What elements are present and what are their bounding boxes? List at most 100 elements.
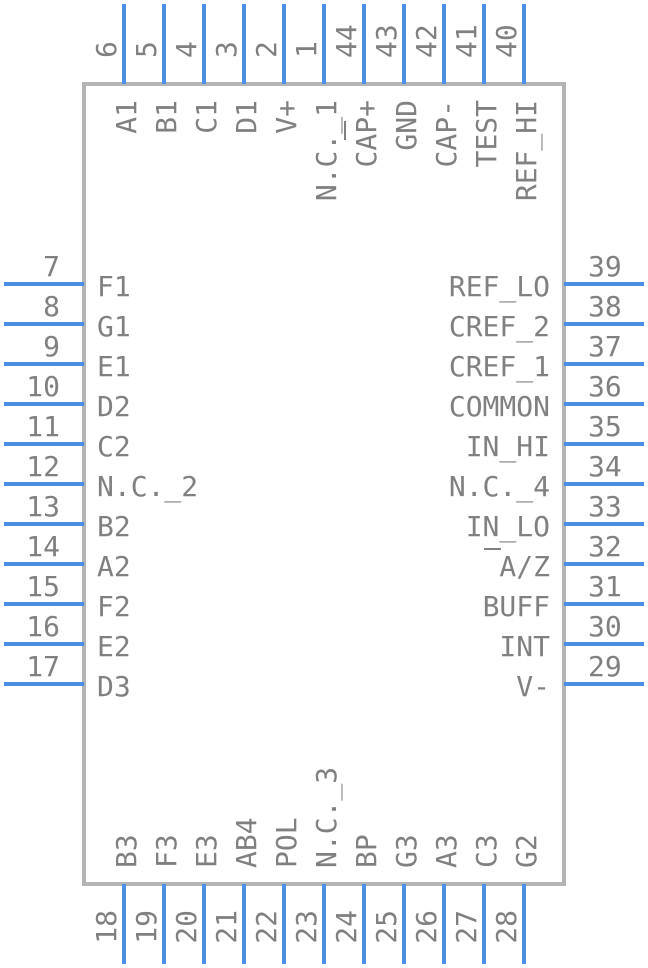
pin-label-pol: POL bbox=[270, 817, 303, 868]
pin-number-1: 1 bbox=[290, 41, 323, 58]
pin-14: 14 bbox=[4, 530, 84, 566]
pin-number-30: 30 bbox=[588, 610, 622, 643]
pin-label-ref-lo: REF_LO bbox=[449, 270, 550, 304]
pin-label-ref-hi: REF_HI bbox=[510, 100, 544, 201]
pin-label-b3: B3 bbox=[110, 834, 143, 868]
pin-2: 2 bbox=[250, 4, 286, 84]
pin-35: 35 bbox=[564, 410, 644, 446]
pin-number-16: 16 bbox=[26, 610, 60, 643]
pin-number-4: 4 bbox=[170, 41, 203, 58]
pin-label-cref-1: CREF_1 bbox=[449, 350, 550, 384]
pin-number-27: 27 bbox=[450, 910, 483, 944]
pin-number-26: 26 bbox=[410, 910, 443, 944]
pin-label-a2: A2 bbox=[97, 550, 131, 583]
pin-18: 18 bbox=[90, 884, 126, 964]
pin-label-c2: C2 bbox=[97, 430, 131, 463]
pin-label-e3: E3 bbox=[190, 834, 223, 868]
pin-number-29: 29 bbox=[588, 650, 622, 683]
pin-number-41: 41 bbox=[450, 24, 483, 58]
pin-37: 37 bbox=[564, 330, 644, 366]
pin-number-3: 3 bbox=[210, 41, 243, 58]
pin-5: 5 bbox=[130, 4, 166, 84]
pin-31: 31 bbox=[564, 570, 644, 606]
pin-9: 9 bbox=[4, 330, 84, 366]
pin-8: 8 bbox=[4, 290, 84, 326]
pin-number-19: 19 bbox=[130, 910, 163, 944]
pin-43: 43 bbox=[370, 4, 406, 84]
pin-42: 42 bbox=[410, 4, 446, 84]
pin-label-v: V+ bbox=[270, 100, 303, 134]
pin-label-test: TEST bbox=[470, 100, 503, 168]
pin-label-d3: D3 bbox=[97, 670, 131, 703]
pin-24: 24 bbox=[330, 884, 366, 964]
pin-15: 15 bbox=[4, 570, 84, 606]
pin-10: 10 bbox=[4, 370, 84, 406]
pin-1: 1 bbox=[290, 4, 326, 84]
pin-label-g3: G3 bbox=[390, 834, 423, 868]
pin-17: 17 bbox=[4, 650, 84, 686]
pin-label-b2: B2 bbox=[97, 510, 131, 543]
pin-36: 36 bbox=[564, 370, 644, 406]
pin-label-cref-2: CREF_2 bbox=[449, 310, 550, 344]
pin-23: 23 bbox=[290, 884, 326, 964]
pin-label-n-c-1: N.C._1 bbox=[310, 100, 344, 201]
pin-label-g2: G2 bbox=[510, 834, 543, 868]
pin-number-9: 9 bbox=[43, 330, 60, 363]
pin-number-13: 13 bbox=[26, 490, 60, 523]
pin-label-d1: D1 bbox=[230, 100, 263, 134]
pin-label-b1: B1 bbox=[150, 100, 183, 134]
pin-30: 30 bbox=[564, 610, 644, 646]
pin-label-e1: E1 bbox=[97, 350, 131, 383]
pin-number-20: 20 bbox=[170, 910, 203, 944]
pin-3: 3 bbox=[210, 4, 246, 84]
pin-number-33: 33 bbox=[588, 490, 622, 523]
pin-4: 4 bbox=[170, 4, 206, 84]
pin-label-in-hi: IN_HI bbox=[466, 430, 550, 464]
pin-19: 19 bbox=[130, 884, 166, 964]
pin-label-ab4: AB4 bbox=[230, 817, 263, 868]
pin-number-10: 10 bbox=[26, 370, 60, 403]
pin-label-n-c-4: N.C._4 bbox=[449, 470, 550, 504]
pin-number-5: 5 bbox=[130, 41, 163, 58]
pin-38: 38 bbox=[564, 290, 644, 326]
pin-label-f2: F2 bbox=[97, 590, 131, 623]
pin-number-17: 17 bbox=[26, 650, 60, 683]
pin-28: 28 bbox=[490, 884, 526, 964]
pin-number-24: 24 bbox=[330, 910, 363, 944]
pin-25: 25 bbox=[370, 884, 406, 964]
pin-label-v: V- bbox=[516, 670, 550, 703]
pin-number-15: 15 bbox=[26, 570, 60, 603]
pin-11: 11 bbox=[4, 410, 84, 446]
pin-22: 22 bbox=[250, 884, 286, 964]
pin-13: 13 bbox=[4, 490, 84, 526]
pin-label-n-c-3: N.C._3 bbox=[310, 767, 344, 868]
pin-number-38: 38 bbox=[588, 290, 622, 323]
pin-39: 39 bbox=[564, 250, 644, 286]
pin-20: 20 bbox=[170, 884, 206, 964]
pin-44: 44 bbox=[330, 4, 366, 84]
pin-number-12: 12 bbox=[26, 450, 60, 483]
pin-33: 33 bbox=[564, 490, 644, 526]
pin-label-c1: C1 bbox=[190, 100, 223, 134]
pin-label-d2: D2 bbox=[97, 390, 131, 423]
pin-number-25: 25 bbox=[370, 910, 403, 944]
pin-label-cap: CAP+ bbox=[350, 100, 383, 167]
pin-label-common: COMMON bbox=[449, 390, 550, 423]
pin-label-gnd: GND bbox=[390, 100, 423, 151]
pin-number-39: 39 bbox=[588, 250, 622, 283]
pin-number-28: 28 bbox=[490, 910, 523, 944]
pin-34: 34 bbox=[564, 450, 644, 486]
pin-number-18: 18 bbox=[90, 910, 123, 944]
pin-number-32: 32 bbox=[588, 530, 622, 563]
pin-number-43: 43 bbox=[370, 24, 403, 58]
pin-number-11: 11 bbox=[26, 410, 60, 443]
pin-number-23: 23 bbox=[290, 910, 323, 944]
pin-number-34: 34 bbox=[588, 450, 622, 483]
pin-12: 12 bbox=[4, 450, 84, 486]
pin-label-int: INT bbox=[499, 630, 550, 663]
pin-label-f1: F1 bbox=[97, 270, 131, 303]
pin-label-bp: BP bbox=[350, 834, 383, 868]
